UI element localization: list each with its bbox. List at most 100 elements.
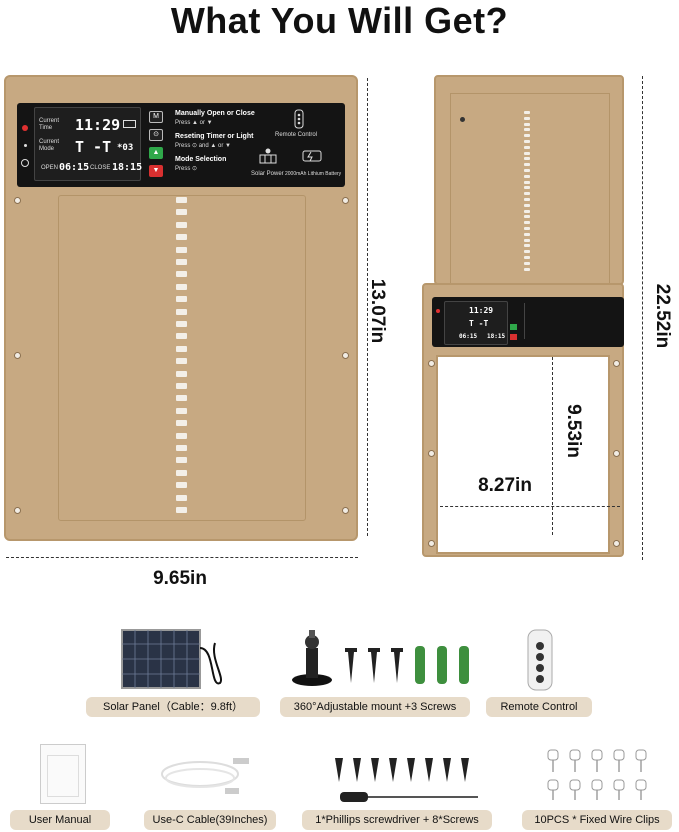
light-slot — [524, 116, 530, 120]
light-slot — [524, 227, 530, 230]
light-slot — [524, 186, 530, 190]
manual-page-lines — [47, 755, 79, 797]
solar-panel-caption: Solar Panel（Cable：9.8ft） — [86, 697, 260, 717]
opening-height-line — [552, 357, 553, 535]
mode-sun-value: *03 — [117, 143, 134, 153]
solar-label: Solar Power — [251, 171, 284, 177]
light-slot — [176, 271, 187, 278]
screw — [428, 450, 435, 457]
usb-cable-icon — [161, 758, 249, 794]
light-slot — [524, 122, 530, 126]
mode-title: Mode Selection — [175, 156, 227, 163]
up-button[interactable]: ▲ — [149, 147, 163, 159]
screw — [613, 540, 620, 547]
light-slot — [524, 250, 530, 254]
current-mode-label: Current Mode — [39, 139, 60, 152]
light-slot — [176, 457, 187, 464]
light-slot — [524, 261, 530, 265]
width-dimension-line — [6, 557, 358, 558]
frame-height-line — [642, 76, 643, 560]
current-mode-value: T -T — [75, 138, 112, 156]
light-slot — [176, 383, 187, 389]
light-slot — [176, 345, 187, 352]
close-value: 18:15 — [112, 162, 143, 173]
screw — [613, 450, 620, 457]
opening-height-label: 9.53in — [563, 404, 584, 458]
small-btn-down — [510, 334, 517, 340]
open-value: 06:15 — [59, 162, 90, 173]
led-white-ring — [21, 159, 29, 167]
led-red — [436, 309, 440, 313]
wire-clips-caption: 10PCS * Fixed Wire Clips — [522, 810, 672, 830]
screw — [342, 352, 349, 359]
current-time-label: Current Time — [39, 118, 60, 131]
solar-small-icon — [259, 148, 277, 164]
usb-cable-caption: Use-C Cable(39Inches) — [144, 810, 276, 830]
remote-label: Remote Control — [275, 132, 318, 138]
light-slot — [176, 246, 187, 253]
door-front-view: Current Time 11:29 Current Mode T -T *03… — [4, 75, 358, 541]
led-white — [24, 144, 27, 147]
battery-small-icon — [302, 150, 322, 162]
light-slot — [524, 169, 530, 172]
light-slot — [524, 180, 530, 184]
page-title: What You Will Get? — [170, 0, 509, 41]
manual-caption: User Manual — [10, 810, 110, 830]
close-label: CLOSE — [90, 165, 111, 171]
light-slot — [176, 296, 187, 303]
screw — [428, 540, 435, 547]
screw — [613, 360, 620, 367]
battery-icon — [123, 120, 136, 128]
light-slot — [524, 163, 530, 167]
door-width-label: 9.65in — [153, 568, 207, 589]
light-slot — [524, 215, 530, 219]
light-slot — [176, 358, 187, 365]
light-slot — [176, 234, 187, 241]
screwdriver-icon — [335, 758, 478, 802]
light-slot — [524, 198, 530, 201]
reset-title: Reseting Timer or Light — [175, 133, 254, 140]
light-slot — [176, 407, 187, 414]
light-slot — [524, 238, 530, 242]
manual-title: Manually Open or Close — [175, 110, 255, 117]
light-slot — [524, 221, 530, 225]
light-slot — [176, 507, 187, 513]
frame-side-view: 11:29 T -T 06:15 18:15 — [422, 75, 634, 560]
reset-button[interactable]: ⊙ — [149, 129, 163, 141]
light-slot — [524, 134, 530, 138]
light-slot — [176, 395, 187, 402]
height-dimension-line — [367, 78, 368, 536]
light-slot — [176, 432, 187, 439]
opening-width-line — [440, 506, 620, 507]
small-time-value: 11:29 — [469, 306, 494, 315]
light-slot — [176, 420, 187, 427]
screw — [14, 197, 21, 204]
small-mode-value: T -T — [469, 319, 489, 328]
frame-control-panel: 11:29 T -T 06:15 18:15 — [432, 297, 624, 347]
screw — [342, 197, 349, 204]
light-slot — [524, 157, 530, 161]
small-btn-up — [510, 324, 517, 330]
screw — [14, 507, 21, 514]
light-slot — [524, 192, 530, 196]
mount-screws-icon — [292, 630, 469, 686]
remote-caption: Remote Control — [486, 697, 592, 717]
screwdriver-caption: 1*Phillips screwdriver + 8*Screws — [302, 810, 492, 830]
light-slot — [176, 370, 187, 377]
opening-width-label: 8.27in — [478, 475, 532, 496]
light-slot — [176, 482, 187, 489]
screw — [342, 507, 349, 514]
light-slot — [524, 267, 530, 271]
down-button[interactable]: ▼ — [149, 165, 163, 177]
battery-label: 2000mAh Lithium Battery — [285, 171, 342, 177]
control-panel: Current Time 11:29 Current Mode T -T *03… — [17, 103, 345, 187]
small-text-lines — [524, 303, 585, 339]
wire-clips-icon — [547, 749, 647, 800]
light-slot — [524, 145, 530, 149]
mode-desc: Press ⊙ — [175, 166, 198, 172]
manual-desc: Press ▲ or ▼ — [175, 120, 213, 126]
mode-m-button[interactable]: M — [149, 111, 163, 123]
light-slot — [524, 151, 530, 155]
light-slot — [176, 259, 187, 265]
small-open-value: 06:15 — [459, 333, 478, 340]
